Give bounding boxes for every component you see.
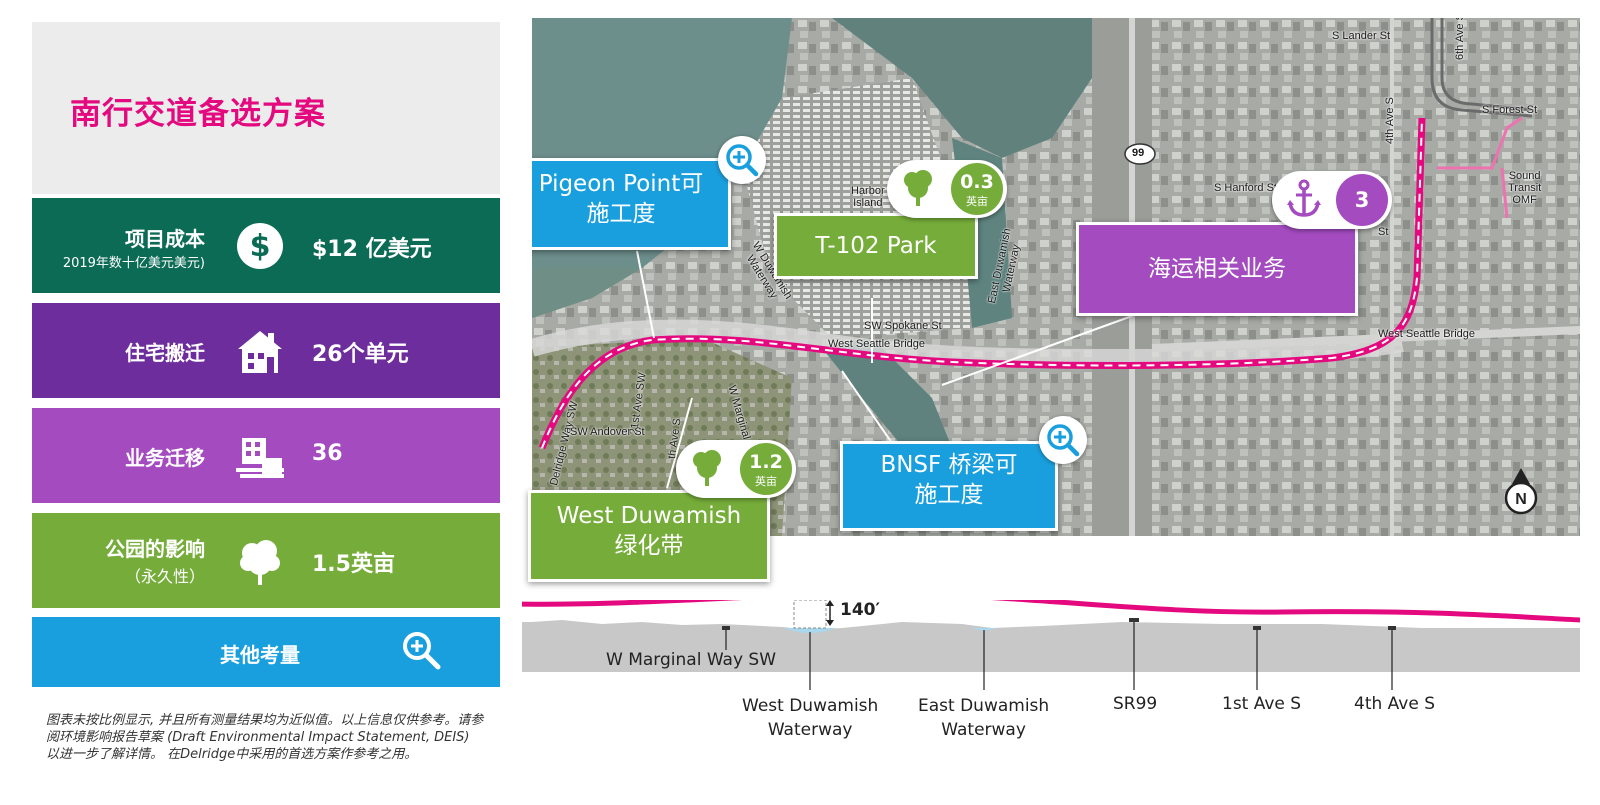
north-label: N (1515, 491, 1527, 508)
stat-business: 业务迁移 36 (32, 408, 500, 503)
map-label-6th-ave: 6th Ave S (1454, 18, 1466, 60)
maritime-count-value: 3 (1336, 174, 1388, 226)
zoom-in-icon[interactable] (718, 136, 766, 184)
building-icon (236, 438, 284, 478)
house-icon (238, 331, 282, 373)
stat-value: 36 (312, 441, 343, 466)
zoom-in-icon[interactable] (1039, 416, 1087, 464)
stat-label: 其他考量 (220, 643, 300, 667)
page-title: 南行交道备选方案 (70, 96, 326, 132)
stat-label: 公园的影响 (105, 537, 205, 561)
wdgb-acres-bubble: 1.2 英亩 (740, 443, 792, 495)
map-label-harbor-island: Harbor Island (851, 185, 885, 209)
map-label-s-hanford: S Hanford St (1214, 182, 1277, 194)
maritime-count-badge: 3 (1272, 171, 1392, 229)
wdgb-acres-unit: 英亩 (755, 475, 777, 488)
callout-pigeon-point[interactable]: Pigeon Point可 施工度 (532, 158, 731, 250)
profile-label-west-duwamish: West Duwamish Waterway (742, 696, 879, 740)
profile-alignment-line (516, 591, 1581, 623)
hwy99-shield (1124, 143, 1156, 165)
svg-text:$: $ (250, 229, 271, 264)
t102-acres-value: 0.3 (960, 171, 994, 193)
map-label-west-seattle-bridge-east: West Seattle Bridge (1378, 328, 1476, 340)
stat-project-cost: 项目成本 2019年数十亿美元美元) $ $12 亿美元 (32, 198, 500, 293)
aerial-map[interactable]: S Lander St S Forest St 6th Ave S 4th Av… (532, 18, 1580, 536)
anchor-icon (1287, 179, 1321, 217)
north-arrow-icon: N (1504, 468, 1538, 515)
map-label-hwy99: 99 (1132, 147, 1145, 159)
stat-value: 1.5英亩 (312, 552, 395, 577)
stat-value: $12 亿美元 (312, 237, 432, 262)
wdgb-acres-badge: 1.2 英亩 (676, 440, 796, 498)
map-label-s-lander: S Lander St (1332, 30, 1391, 42)
stat-label: 项目成本 (125, 227, 205, 251)
callout-west-duwamish-greenbelt[interactable]: West Duwamish 绿化带 (528, 490, 770, 582)
t102-acres-bubble: 0.3 英亩 (951, 163, 1003, 215)
tree-icon (904, 170, 932, 206)
stat-sublabel: （永久性） (124, 567, 205, 586)
stat-value: 26个单元 (312, 342, 409, 367)
map-label-st-fragment: St (1378, 226, 1389, 238)
tree-icon (693, 450, 721, 486)
profile-label-1st-ave: 1st Ave S (1222, 694, 1302, 714)
map-label-west-seattle-bridge: West Seattle Bridge (828, 338, 926, 350)
wdgb-acres-value: 1.2 (749, 451, 783, 473)
callout-bnsf-bridge[interactable]: BNSF 桥梁可 施工度 (840, 441, 1058, 531)
other-considerations-button[interactable]: 其他考量 (32, 617, 500, 687)
profile-label-w-marginal: W Marginal Way SW (606, 650, 777, 670)
profile-height-label: 140′ (840, 600, 880, 620)
profile-label-sr99: SR99 (1113, 694, 1158, 714)
callout-maritime-business[interactable]: 海运相关业务 (1076, 222, 1358, 316)
profile-label-east-duwamish: East Duwamish Waterway (918, 696, 1050, 740)
map-label-sound-transit-omf: Sound Transit OMF (1508, 170, 1542, 206)
stat-label: 住宅搬迁 (125, 341, 205, 365)
t102-acres-unit: 英亩 (966, 195, 988, 208)
stat-housing: 住宅搬迁 26个单元 (32, 303, 500, 398)
title-panel: 南行交道备选方案 (32, 22, 500, 194)
map-label-sw-spokane: SW Spokane St (864, 320, 942, 332)
map-label-sw-andover: SW Andover St (570, 426, 645, 438)
dollar-icon: $ (237, 223, 283, 269)
elevation-profile: 140′ W Marginal Way SW (516, 591, 1581, 690)
map-label-4th-ave: 4th Ave S (1384, 97, 1396, 144)
t102-acres-badge: 0.3 英亩 (887, 160, 1007, 218)
callout-t102-park[interactable]: T-102 Park (774, 213, 978, 279)
map-label-s-forest: S Forest St (1482, 104, 1538, 116)
disclaimer-note: 图表未按比例显示, 并且所有测量结果均为近似值。以上信息仅供参考。请参阅环境影响… (46, 713, 484, 762)
profile-graphic (516, 591, 1581, 690)
zoom-in-icon[interactable] (400, 629, 442, 671)
stat-label: 业务迁移 (125, 446, 205, 470)
stat-sublabel: 2019年数十亿美元美元) (62, 256, 205, 271)
tree-icon (240, 540, 280, 585)
profile-label-4th-ave: 4th Ave S (1354, 694, 1436, 714)
stat-park: 公园的影响 （永久性） 1.5英亩 (32, 513, 500, 608)
